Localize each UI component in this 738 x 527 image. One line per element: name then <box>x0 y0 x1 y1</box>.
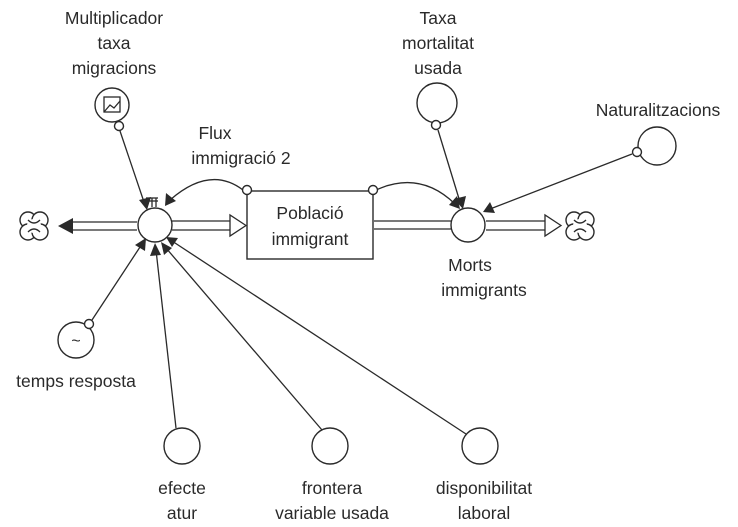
hollow-arrow-icon <box>229 213 248 238</box>
link-efecte-atur <box>155 249 177 429</box>
label-taxa-line3: usada <box>414 58 462 78</box>
label-multiplicador-line1: Multiplicador <box>65 8 163 28</box>
cloud-icon <box>565 211 595 241</box>
label-frontera-line1: frontera <box>302 478 363 498</box>
outflow-node[interactable] <box>450 207 486 243</box>
label-efecte-line2: atur <box>167 503 197 523</box>
label-inflow-line1: Flux <box>198 123 231 143</box>
node-efecte-atur[interactable] <box>163 427 201 465</box>
node-taxa-mortalitat[interactable] <box>416 82 458 131</box>
link-frontera <box>165 247 323 431</box>
label-outflow-line1: Morts <box>448 255 492 275</box>
label-frontera-line2: variable usada <box>275 503 389 523</box>
label-stock-line1: Població <box>276 203 343 223</box>
link-stock-to-inflow <box>165 178 253 206</box>
link-naturalitzacions <box>489 153 633 210</box>
label-disponibilitat-line1: disponibilitat <box>436 478 532 498</box>
inflow-node[interactable] <box>137 207 173 243</box>
label-inflow-line2: immigració 2 <box>191 148 290 168</box>
link-disponibilitat <box>171 240 467 435</box>
node-frontera[interactable] <box>311 427 349 465</box>
stock-box[interactable] <box>246 190 374 260</box>
filled-arrow-icon <box>58 218 73 234</box>
graph-lookup-icon <box>103 96 121 113</box>
node-multiplicador[interactable] <box>94 87 130 132</box>
node-naturalitzacions[interactable] <box>631 126 677 166</box>
label-disponibilitat-line2: laboral <box>458 503 511 523</box>
label-taxa-line2: mortalitat <box>402 33 474 53</box>
link-stock-to-outflow <box>367 181 460 209</box>
pipe-outflow <box>374 213 563 238</box>
label-naturalitzacions: Naturalitzacions <box>596 100 721 120</box>
label-efecte-line1: efecte <box>158 478 206 498</box>
label-stock-line2: immigrant <box>272 229 349 249</box>
node-temps-resposta[interactable] <box>57 318 95 359</box>
tilde-icon: ~ <box>71 333 80 350</box>
label-multiplicador-line2: taxa <box>97 33 130 53</box>
node-disponibilitat[interactable] <box>461 427 499 465</box>
label-outflow-line2: immigrants <box>441 280 527 300</box>
link-multiplicador <box>119 130 146 206</box>
label-multiplicador-line3: migracions <box>72 58 157 78</box>
link-temps-resposta <box>91 243 143 321</box>
label-taxa-line1: Taxa <box>420 8 457 28</box>
pipe-left <box>58 218 137 234</box>
label-temps-resposta: temps resposta <box>16 371 136 391</box>
link-taxa-mortalitat <box>437 129 461 203</box>
hollow-arrow-icon <box>544 213 563 238</box>
cloud-icon <box>19 211 49 241</box>
pipe-inflow <box>172 213 248 238</box>
